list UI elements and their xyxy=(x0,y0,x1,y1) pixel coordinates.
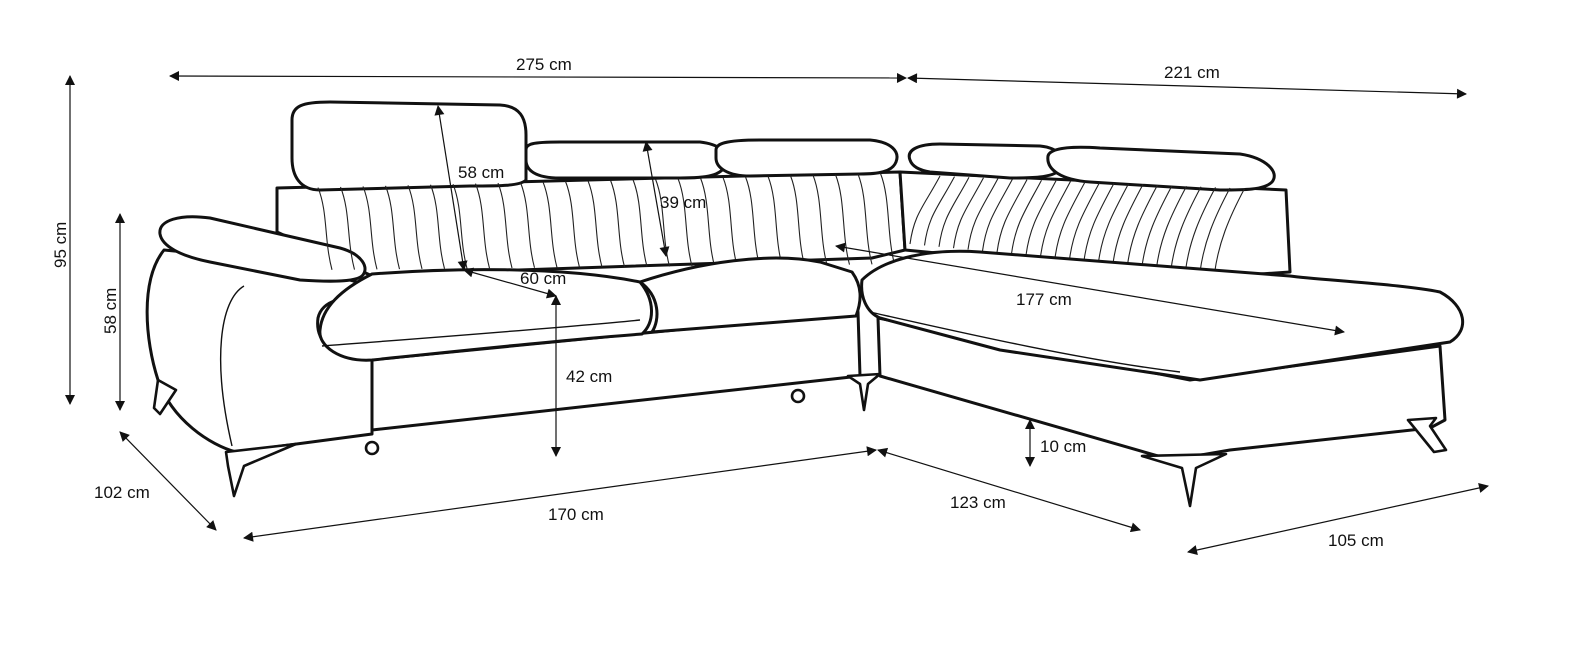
label-seat-depth: 60 cm xyxy=(520,269,566,288)
backrest-pleat xyxy=(407,185,423,270)
backrest-pleat xyxy=(923,176,955,246)
leg-chaise-front xyxy=(1140,452,1228,508)
dim-line-60 xyxy=(463,267,557,299)
leg-middle xyxy=(846,372,882,412)
label-total-length: 275 cm xyxy=(516,55,572,74)
backrest-pleat xyxy=(339,186,356,270)
left-arm-inner-line xyxy=(220,285,245,447)
backrest-pleat xyxy=(632,179,648,267)
dim-line-102 xyxy=(119,431,217,531)
backrest-pleat xyxy=(812,174,828,266)
backrest-pleat xyxy=(767,176,783,266)
dim-line-123 xyxy=(877,447,1141,533)
backrest-pleat xyxy=(587,180,603,268)
label-total-height: 95 cm xyxy=(51,222,70,268)
dimension-lines xyxy=(65,71,1489,555)
dim-line-177 xyxy=(835,242,1345,336)
headrest-right-2 xyxy=(1046,145,1276,192)
backrest-pleat xyxy=(497,182,513,269)
backrest-pleat xyxy=(542,181,558,268)
backrest-pleat xyxy=(952,177,984,249)
dim-line-head-58 xyxy=(434,105,468,271)
leg-back-left xyxy=(152,378,178,416)
dim-line-105 xyxy=(1187,483,1489,555)
backrest-pleat xyxy=(789,175,806,266)
sofa-illustration xyxy=(145,100,1465,508)
backrest-pleat xyxy=(474,183,491,269)
backrest-pleat xyxy=(677,178,693,267)
backrest-pleat xyxy=(519,182,536,268)
headrest-right-1 xyxy=(907,142,1065,180)
leg-front-left xyxy=(224,442,298,498)
wheel-middle xyxy=(790,388,806,404)
label-front-length: 170 cm xyxy=(548,505,604,524)
label-corner-length: 221 cm xyxy=(1164,63,1220,82)
backrest-pleat xyxy=(938,176,970,247)
backrest-pleat xyxy=(317,187,333,270)
leg-chaise-back xyxy=(1406,416,1448,454)
label-chaise-width: 105 cm xyxy=(1328,531,1384,550)
label-arm-height: 58 cm xyxy=(101,288,120,334)
dim-line-275 xyxy=(169,71,907,83)
seat-seam xyxy=(321,319,641,347)
label-chaise-length: 177 cm xyxy=(1016,290,1072,309)
backrest-pleat xyxy=(609,180,626,268)
dim-line-221 xyxy=(907,73,1467,99)
backrest-pleat xyxy=(699,177,716,267)
dimension-labels: 275 cm 221 cm 95 cm 58 cm 102 cm 58 cm 3… xyxy=(51,55,1384,550)
backrest-pleat xyxy=(362,186,378,270)
label-backrest-height: 39 cm xyxy=(660,193,706,212)
label-seat-height: 42 cm xyxy=(566,367,612,386)
dim-line-170 xyxy=(243,446,877,542)
label-corner-depth: 123 cm xyxy=(950,493,1006,512)
backrest-pleat xyxy=(722,177,738,266)
label-depth: 102 cm xyxy=(94,483,150,502)
wheel-left xyxy=(364,440,380,456)
headrest-middle-2 xyxy=(714,138,899,178)
backrest-pleat xyxy=(384,185,401,270)
backrest-pleat xyxy=(967,178,999,250)
label-headrest-height: 58 cm xyxy=(458,163,504,182)
left-arm-cushion xyxy=(158,215,367,283)
headrest-middle-1 xyxy=(524,140,729,180)
backrest-pleat xyxy=(744,176,761,266)
backrest-pleat xyxy=(909,175,941,245)
backrest-pleat xyxy=(564,181,581,268)
label-leg-height: 10 cm xyxy=(1040,437,1086,456)
dim-line-39 xyxy=(642,141,670,257)
